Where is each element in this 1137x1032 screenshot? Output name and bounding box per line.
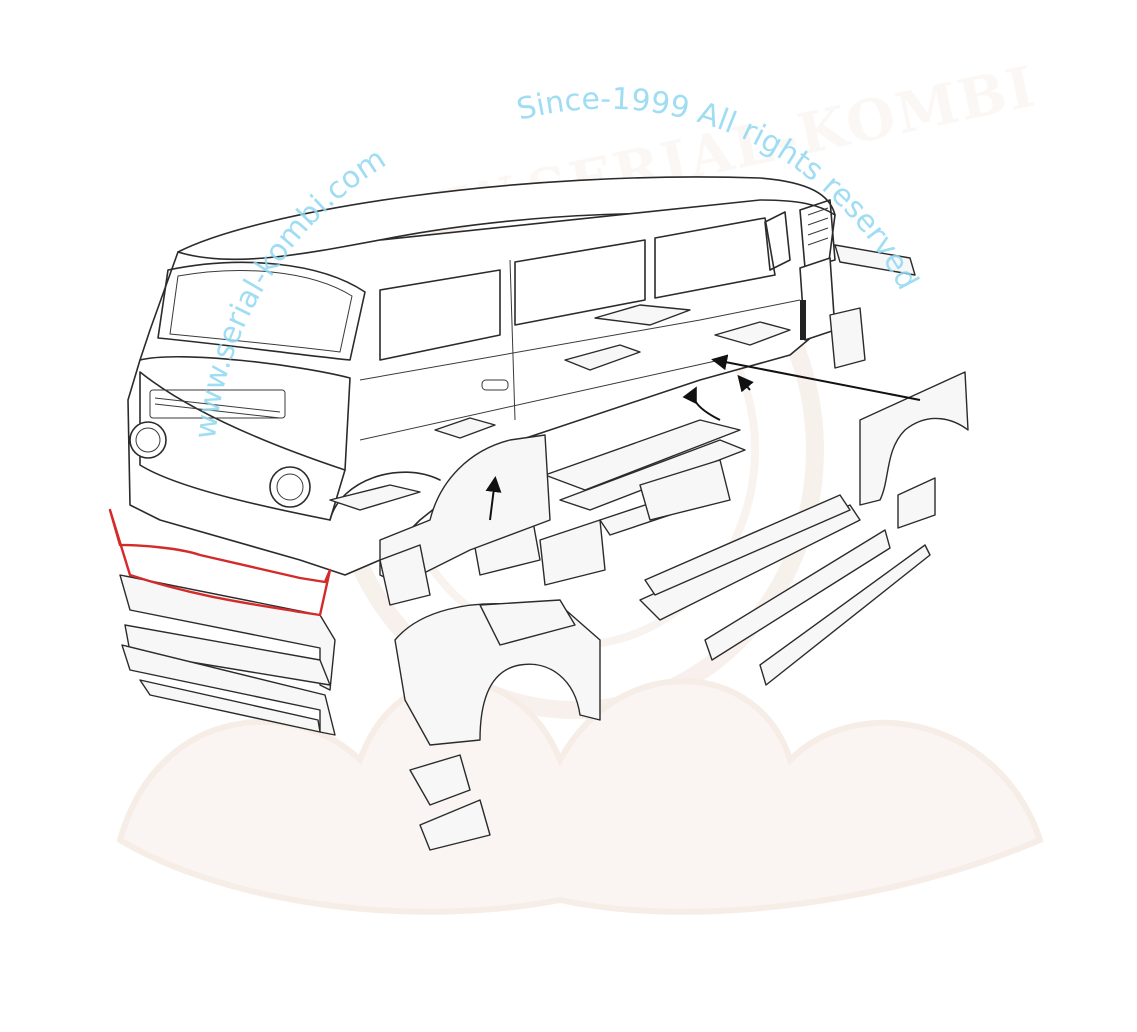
- rear-vents: [764, 199, 836, 271]
- highlighted-front-valance[interactable]: [108, 508, 332, 617]
- body-patch-panels: [329, 244, 916, 511]
- arrow-icon: [485, 354, 921, 521]
- front-valance-stack: [119, 574, 336, 736]
- door-handle: [481, 379, 509, 391]
- rear-quarter-panel: [859, 371, 969, 529]
- front-grille: [149, 389, 286, 419]
- van-body: [127, 176, 836, 576]
- floor-rails: [469, 419, 931, 686]
- exploded-arch-panels: [394, 599, 601, 851]
- left-headlight: [129, 421, 167, 459]
- front-wheel-arch: [379, 434, 551, 606]
- right-headlight: [269, 466, 311, 508]
